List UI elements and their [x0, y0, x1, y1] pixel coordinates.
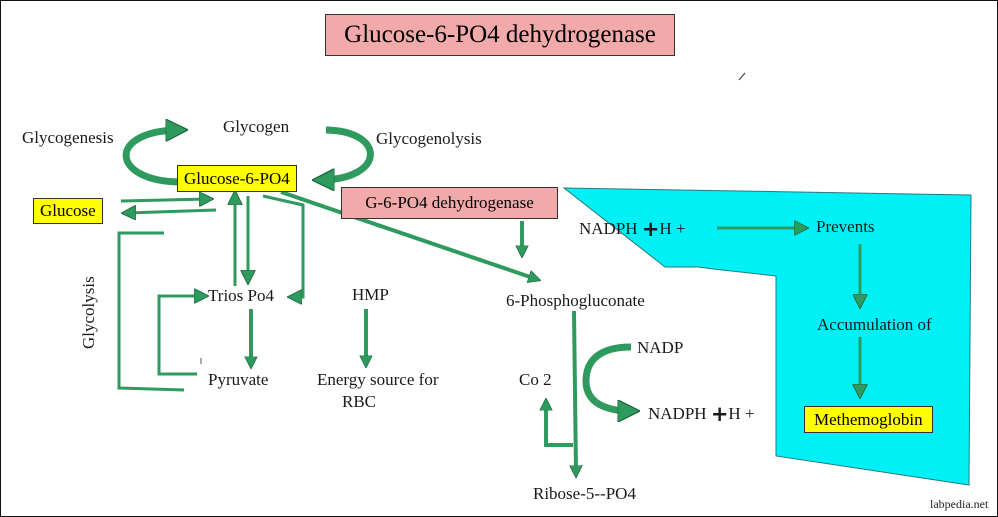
glucose-6-po4-node: Glucose-6-PO4 — [177, 165, 297, 192]
nadp-to-nadph-arrow — [582, 343, 631, 411]
g6pd-enzyme-box: G-6-PO4 dehydrogenase — [341, 187, 558, 219]
nadph-panel-h: H + — [659, 219, 686, 238]
glycolysis-bracket — [117, 231, 185, 392]
glucose-to-g6p-arrow — [120, 199, 208, 201]
g6p-to-glucose-arrow — [127, 210, 217, 213]
nadph-panel-label: NADPH +H + — [579, 217, 686, 241]
trios-po4-label: Trios Po4 — [208, 286, 274, 305]
page-title: Glucose-6-PO4 dehydrogenase — [325, 14, 675, 56]
g6p-to-trios-side-arrow — [262, 194, 305, 297]
methemoglobin-node: Methemoglobin — [804, 406, 933, 433]
nadph-product-text: NADPH — [648, 404, 707, 423]
nadp-label: NADP — [637, 338, 684, 357]
ribose-5-po4-label: Ribose-5--PO4 — [533, 484, 636, 503]
glycogenolysis-arrow — [321, 126, 374, 180]
nadph-product-h: H + — [728, 404, 755, 423]
g6p-to-phosphogluconate-arrow — [280, 190, 536, 279]
glycolysis-label: Glycolysis — [79, 276, 98, 349]
stray-mark — [738, 72, 746, 81]
hmp-label: HMP — [352, 285, 389, 304]
nadph-product-label: NADPH +H + — [648, 402, 755, 426]
co2-label: Co 2 — [519, 370, 552, 389]
glucose-node: Glucose — [33, 198, 103, 224]
co2-release-arrow — [546, 403, 573, 447]
energy-source-label-line1: Energy source for — [317, 370, 439, 389]
nadph-product-plus: + — [710, 402, 729, 426]
accumulation-of-label: Accumulation of — [817, 315, 932, 334]
phosphogluconate-label: 6-Phosphogluconate — [506, 291, 645, 310]
phosphogluconate-to-ribose-arrow — [574, 310, 576, 473]
glycogenesis-label: Glycogenesis — [22, 128, 114, 147]
nadph-panel-plus: + — [641, 217, 660, 241]
nadph-panel-text: NADPH — [579, 219, 638, 238]
energy-source-label-line2: RBC — [342, 392, 377, 411]
glycogenesis-arrow — [122, 130, 179, 186]
pyruvate-to-trios-bracket — [157, 296, 203, 376]
source-credit: labpedia.net — [930, 497, 989, 511]
glycogen-label: Glycogen — [223, 117, 290, 136]
pyruvate-label: Pyruvate — [208, 370, 269, 389]
prevents-label: Prevents — [816, 217, 875, 236]
glycogenolysis-label: Glycogenolysis — [376, 129, 482, 148]
